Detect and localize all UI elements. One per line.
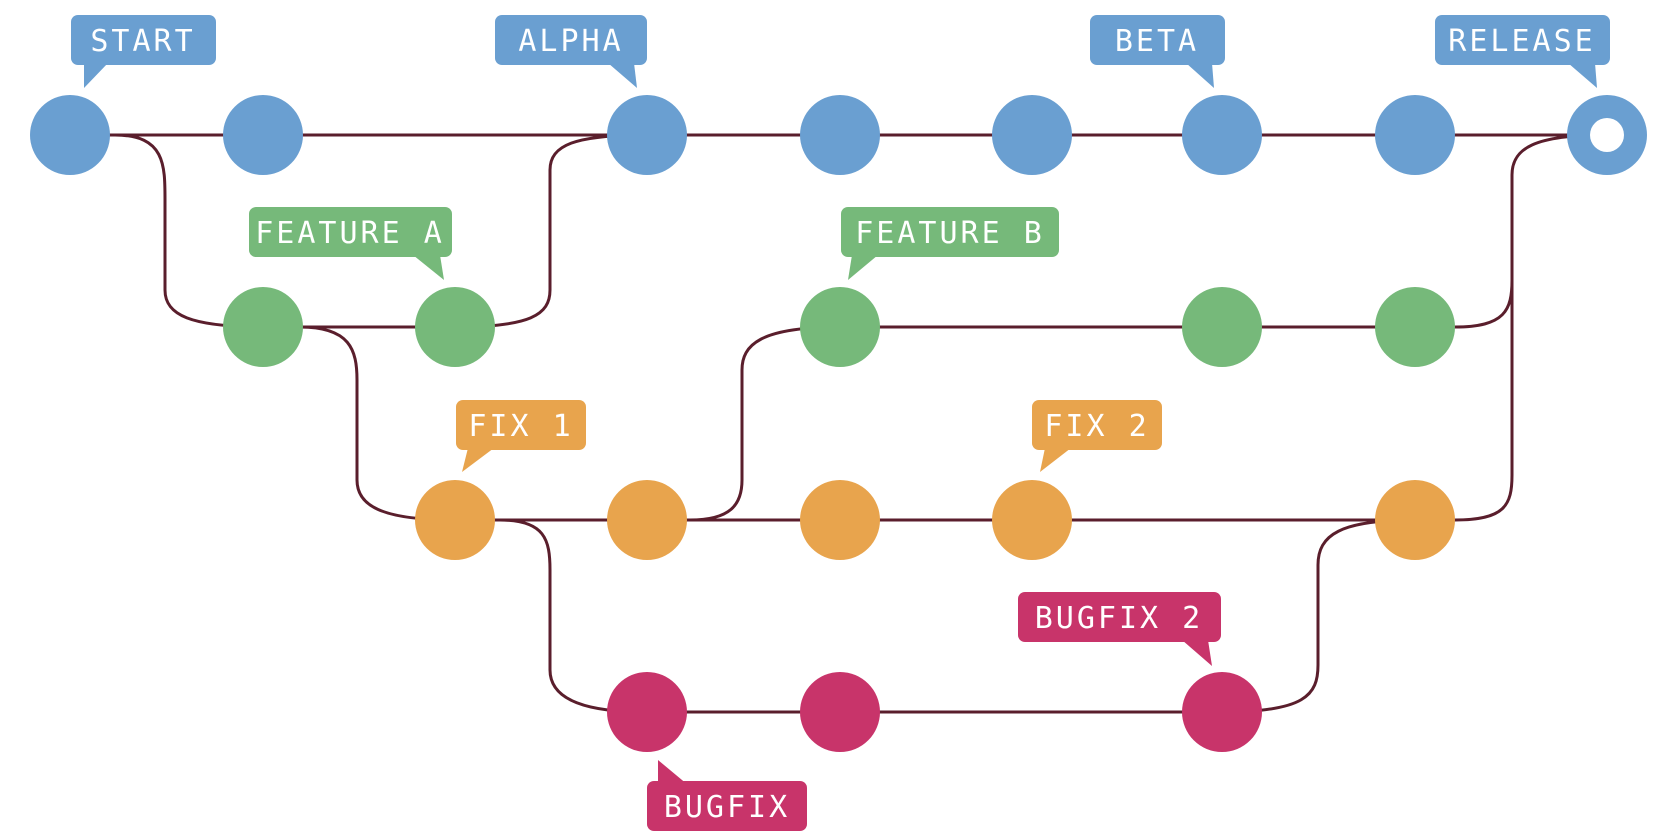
edge-feature-a-to-fix-1 bbox=[298, 325, 457, 522]
node-main bbox=[1375, 95, 1455, 175]
tag-feature-a-label: FEATURE A bbox=[255, 216, 445, 251]
node-fix bbox=[415, 480, 495, 560]
node-fix bbox=[992, 480, 1072, 560]
node-feature bbox=[800, 287, 880, 367]
node-main bbox=[223, 95, 303, 175]
node-feature bbox=[223, 287, 303, 367]
edge-fix-to-release bbox=[1453, 278, 1514, 522]
node-main bbox=[800, 95, 880, 175]
node-bugfix bbox=[1182, 672, 1262, 752]
tag-fix-1: FIX 1 bbox=[456, 400, 586, 472]
node-fix bbox=[1375, 480, 1455, 560]
tag-feature-a: FEATURE A bbox=[249, 207, 452, 280]
nodes-bugfix bbox=[607, 672, 1262, 752]
tag-start: START bbox=[71, 15, 216, 88]
tag-bugfix-2: BUGFIX 2 bbox=[1018, 592, 1221, 666]
edge-feature-b-to-release bbox=[1453, 133, 1607, 329]
node-bugfix bbox=[800, 672, 880, 752]
node-main bbox=[607, 95, 687, 175]
tag-feature-b: FEATURE B bbox=[841, 207, 1059, 280]
tag-fix-1-label: FIX 1 bbox=[468, 409, 573, 444]
tag-release: RELEASE bbox=[1435, 15, 1610, 88]
tag-fix-2-label: FIX 2 bbox=[1044, 409, 1149, 444]
node-feature bbox=[1182, 287, 1262, 367]
tag-fix-2: FIX 2 bbox=[1032, 400, 1162, 472]
release-end-node bbox=[1567, 95, 1647, 175]
nodes-feature bbox=[223, 287, 1455, 367]
tag-release-label: RELEASE bbox=[1448, 24, 1595, 59]
tag-start-label: START bbox=[90, 24, 195, 59]
node-main bbox=[30, 95, 110, 175]
node-feature bbox=[1375, 287, 1455, 367]
node-main bbox=[1182, 95, 1262, 175]
node-feature bbox=[415, 287, 495, 367]
tag-feature-b-label: FEATURE B bbox=[855, 216, 1045, 251]
node-fix bbox=[800, 480, 880, 560]
edge-bugfix-to-fix bbox=[1220, 518, 1417, 714]
tag-bugfix-label: BUGFIX bbox=[664, 790, 790, 825]
node-bugfix bbox=[607, 672, 687, 752]
edge-fix-1-to-bugfix bbox=[498, 518, 647, 714]
tag-alpha-label: ALPHA bbox=[518, 24, 623, 59]
nodes-fix bbox=[415, 480, 1455, 560]
nodes-main bbox=[30, 95, 1647, 175]
node-fix bbox=[607, 480, 687, 560]
tag-beta: BETA bbox=[1090, 15, 1225, 88]
tag-beta-label: BETA bbox=[1115, 24, 1199, 59]
edge-feature-a-to-alpha bbox=[453, 133, 647, 329]
tag-alpha: ALPHA bbox=[495, 15, 647, 88]
tag-bugfix: BUGFIX bbox=[647, 760, 807, 831]
tag-bugfix-2-label: BUGFIX 2 bbox=[1035, 601, 1204, 636]
node-main bbox=[992, 95, 1072, 175]
edge-fix-to-feature-b bbox=[688, 325, 842, 522]
edge-start-to-feature-a bbox=[113, 133, 267, 329]
